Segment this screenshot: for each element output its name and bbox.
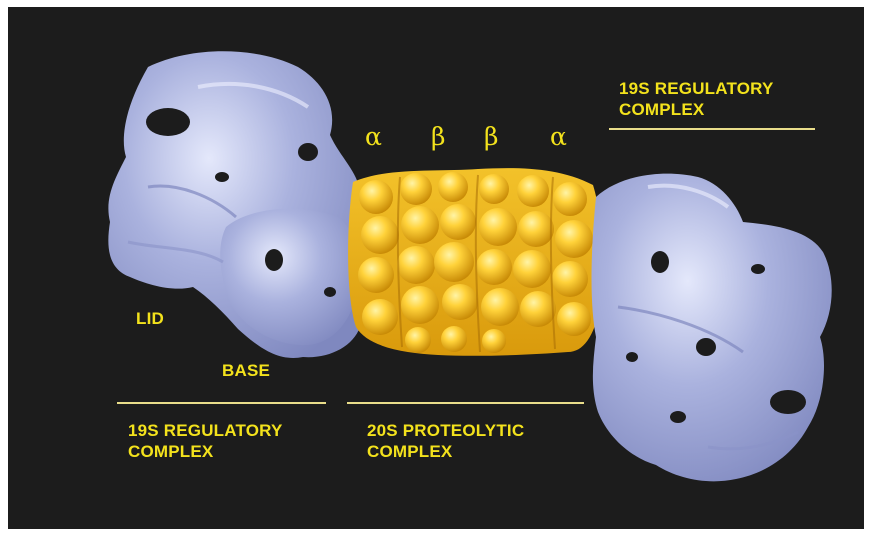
lid-label: LID xyxy=(136,308,164,329)
bottom-center-label-line1: 20S PROTEOLYTIC xyxy=(367,420,524,441)
bottom-left-label-line2: COMPLEX xyxy=(128,441,213,462)
bottom-center-divider xyxy=(347,402,584,404)
proteolytic-core xyxy=(348,168,602,356)
ring-label-beta-right: β xyxy=(484,123,498,151)
top-right-label-line1: 19S REGULATORY xyxy=(619,78,774,99)
ring-label-alpha-left: α xyxy=(365,123,382,151)
base-label: BASE xyxy=(222,360,270,381)
top-right-label-line2: COMPLEX xyxy=(619,99,704,120)
ring-label-beta-left: β xyxy=(431,123,445,151)
top-right-divider xyxy=(609,128,815,130)
diagram-panel: α β β α 19S REGULATORY COMPLEX LID BASE … xyxy=(8,7,864,529)
bottom-left-divider xyxy=(117,402,326,404)
right-regulatory-complex xyxy=(592,174,832,482)
bottom-left-label-line1: 19S REGULATORY xyxy=(128,420,283,441)
ring-label-alpha-right: α xyxy=(550,123,567,151)
bottom-center-label-line2: COMPLEX xyxy=(367,441,452,462)
